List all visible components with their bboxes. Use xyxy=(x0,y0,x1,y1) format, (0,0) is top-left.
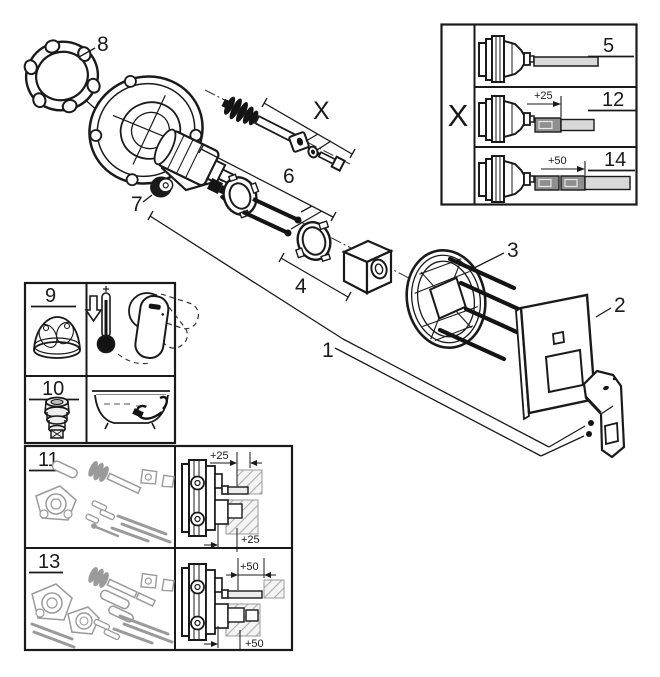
accessory-number: 10 xyxy=(42,378,64,400)
dimension-label: +50 xyxy=(245,638,264,650)
temperature-limit-icon xyxy=(84,286,200,365)
callout-2: 2 xyxy=(614,294,626,317)
fixing-screws xyxy=(242,197,302,237)
variant-row-5: 5 xyxy=(478,35,634,83)
handle-lever xyxy=(582,369,626,459)
accessory-number: 9 xyxy=(45,285,56,307)
spindle-art xyxy=(560,118,595,132)
lever-screw xyxy=(588,420,594,426)
gasket xyxy=(23,39,113,125)
dimension-label: +50 xyxy=(548,155,567,167)
shutoff-knob xyxy=(142,176,174,203)
lever-screw xyxy=(586,431,592,437)
callout-6: 6 xyxy=(283,165,295,188)
adapter-ring xyxy=(295,220,332,263)
kit-installation-drawing: +25 +25 xyxy=(181,450,263,552)
callout-4: 4 xyxy=(295,275,307,298)
temperature-stop-art xyxy=(33,316,81,359)
dimension-label: +25 xyxy=(210,450,229,462)
bracket-1 xyxy=(147,210,586,457)
variant-number: 5 xyxy=(603,35,614,57)
callout-x: X xyxy=(313,97,330,125)
bracket-6 xyxy=(198,143,337,230)
variant-group-label: X xyxy=(448,98,469,133)
accessory-table: 9 xyxy=(23,281,200,445)
variant-row-12: +25 12 xyxy=(478,89,636,143)
callout-1: 1 xyxy=(322,339,334,362)
spindle-extension-parts xyxy=(221,96,346,172)
cover-plate xyxy=(515,293,612,421)
dimension-label: +25 xyxy=(534,90,553,102)
spindle-art xyxy=(533,56,599,67)
spindle-art xyxy=(584,175,631,191)
callout-8: 8 xyxy=(97,33,109,56)
bracket-4 xyxy=(278,252,352,302)
extension-kit-parts-art xyxy=(30,567,175,649)
bathtub-icon xyxy=(92,390,170,430)
mounting-plate xyxy=(405,248,533,362)
variant-number: 14 xyxy=(604,149,626,171)
lever-handle-icon xyxy=(134,295,170,359)
callout-7: 7 xyxy=(131,193,143,216)
check-valve-art xyxy=(44,396,70,439)
variant-box: X 5 +25 12 +50 xyxy=(440,23,638,206)
extension-kit-parts-art xyxy=(35,460,175,544)
kit-installation-drawing: +50 +50 xyxy=(181,558,285,650)
callout-3: 3 xyxy=(507,239,519,262)
down-arrow-icon xyxy=(84,295,103,323)
variant-row-14: +50 14 xyxy=(478,149,635,203)
bracket-x xyxy=(261,97,356,159)
handle-adapter-cube xyxy=(341,239,394,295)
dimension-label: +50 xyxy=(240,561,259,573)
extension-table: 11 xyxy=(23,444,294,652)
dimension-label: +25 xyxy=(241,534,260,546)
kit-number: 13 xyxy=(38,551,60,573)
variant-number: 12 xyxy=(602,89,624,111)
